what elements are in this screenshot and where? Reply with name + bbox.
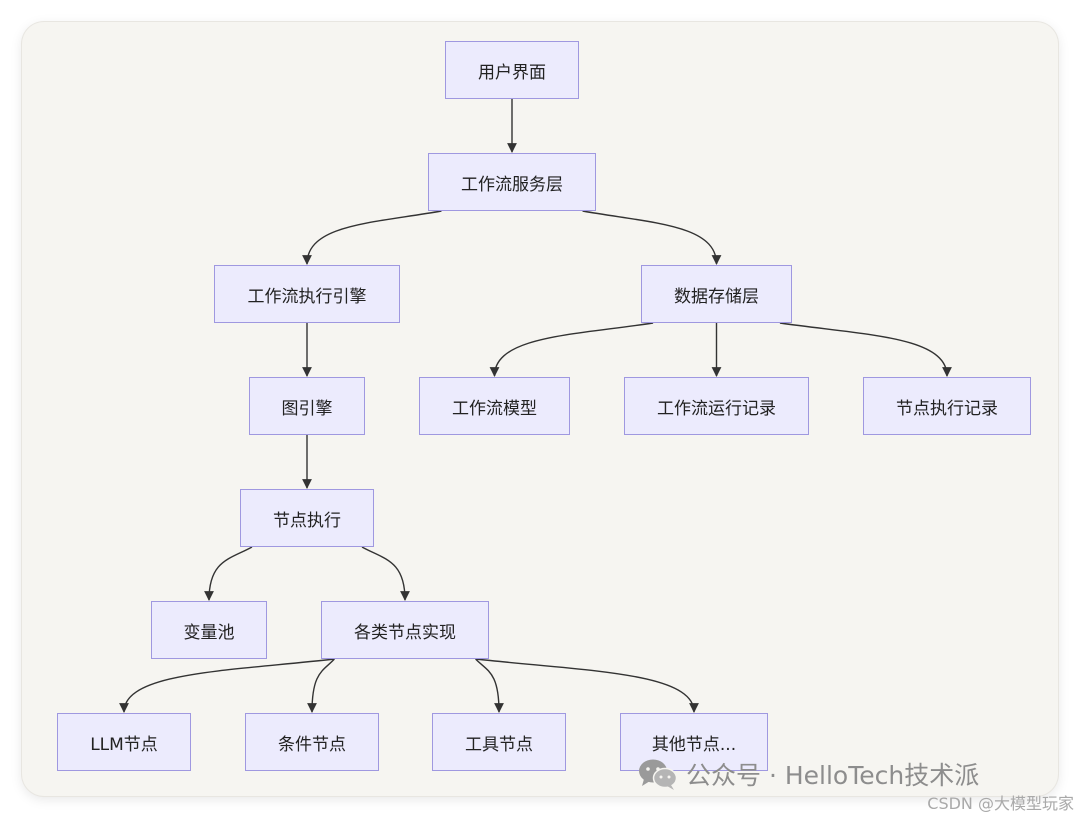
source-credit: CSDN @大模型玩家: [927, 794, 1074, 813]
node-data-storage-layer: 数据存储层: [641, 265, 792, 323]
node-workflow-service-layer: 工作流服务层: [428, 153, 596, 211]
edge-data_storage-to-workflow_model: [489, 322, 654, 377]
edge-node_impls-to-condition_node: [307, 658, 335, 713]
edge-node_execution-to-node_impls: [361, 546, 410, 601]
watermark-text: 公众号 · HelloTech技术派: [686, 761, 980, 790]
edge-node_impls-to-tool_node: [475, 658, 504, 713]
node-variable-pool: 变量池: [151, 601, 267, 659]
node-node-execution: 节点执行: [240, 489, 374, 547]
node-workflow-execution-engine: 工作流执行引擎: [214, 265, 400, 323]
node-condition-node: 条件节点: [245, 713, 379, 771]
edge-workflow_service-to-data_storage: [582, 210, 722, 265]
node-node-implementations: 各类节点实现: [321, 601, 489, 659]
node-llm-node: LLM节点: [57, 713, 191, 771]
watermark: 公众号 · HelloTech技术派: [638, 756, 979, 792]
node-workflow-run-log: 工作流运行记录: [624, 377, 809, 435]
edge-node_impls-to-other_nodes: [475, 658, 699, 713]
edge-node_execution-to-variable_pool: [204, 546, 253, 601]
edge-workflow_service-to-workflow_engine: [302, 210, 442, 265]
node-tool-node: 工具节点: [432, 713, 566, 771]
node-other-nodes: 其他节点...: [620, 713, 768, 771]
node-workflow-model: 工作流模型: [419, 377, 570, 435]
edge-data_storage-to-node_exec_log: [779, 322, 952, 377]
node-node-execution-log: 节点执行记录: [863, 377, 1031, 435]
edge-node_impls-to-llm_node: [119, 658, 335, 713]
wechat-icon: [639, 759, 678, 790]
node-graph-engine: 图引擎: [249, 377, 365, 435]
node-user-interface: 用户界面: [445, 41, 579, 99]
